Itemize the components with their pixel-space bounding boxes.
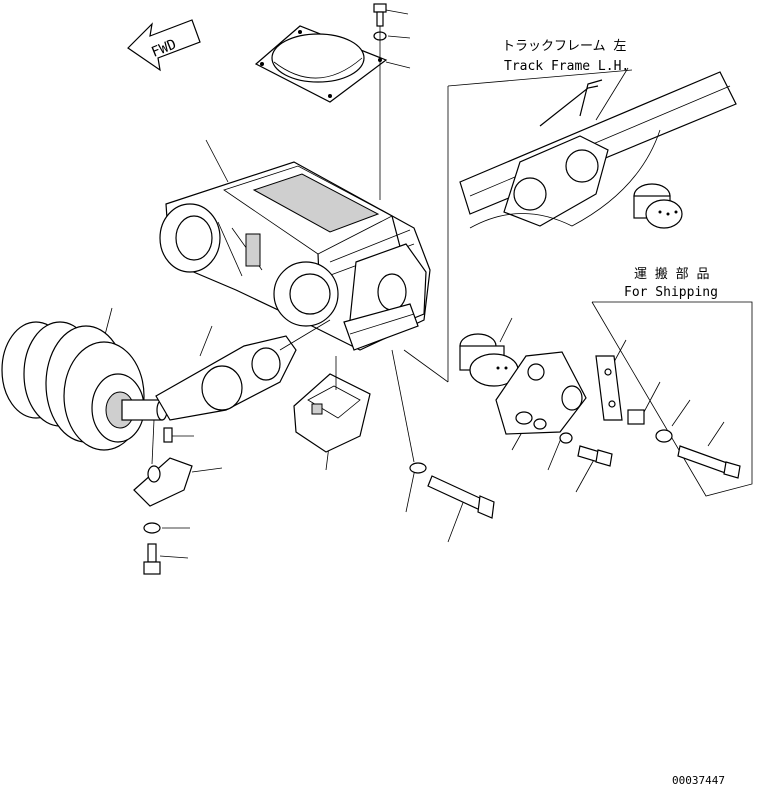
shipping-label-jp: 運 搬 部 品 xyxy=(634,267,709,282)
bushing-inset xyxy=(633,183,683,229)
track-frame-inset: トラックフレーム 左 Track Frame L.H. xyxy=(403,39,737,383)
link-assembly xyxy=(155,319,331,421)
shipping-box: 運 搬 部 品 For Shipping xyxy=(591,267,753,497)
pin xyxy=(163,427,173,443)
long-bolt-center xyxy=(391,349,495,519)
track-frame-label-en: Track Frame L.H. xyxy=(504,59,629,74)
drawing-number: 00037447 xyxy=(672,774,725,787)
fwd-arrow: FWD xyxy=(127,19,201,72)
track-frame-label-jp: トラックフレーム 左 xyxy=(502,39,626,54)
track-roller xyxy=(1,321,168,451)
cover-plate xyxy=(254,25,388,103)
bogie-body xyxy=(159,161,431,351)
fwd-label: FWD xyxy=(149,37,178,61)
bushing-center xyxy=(459,333,519,387)
bracket xyxy=(133,419,193,575)
guard-block xyxy=(293,356,371,453)
bolt-small xyxy=(577,445,613,467)
plate xyxy=(495,351,587,435)
top-bolt xyxy=(373,3,387,200)
shipping-label-en: For Shipping xyxy=(624,285,718,300)
washer-small xyxy=(559,432,573,444)
